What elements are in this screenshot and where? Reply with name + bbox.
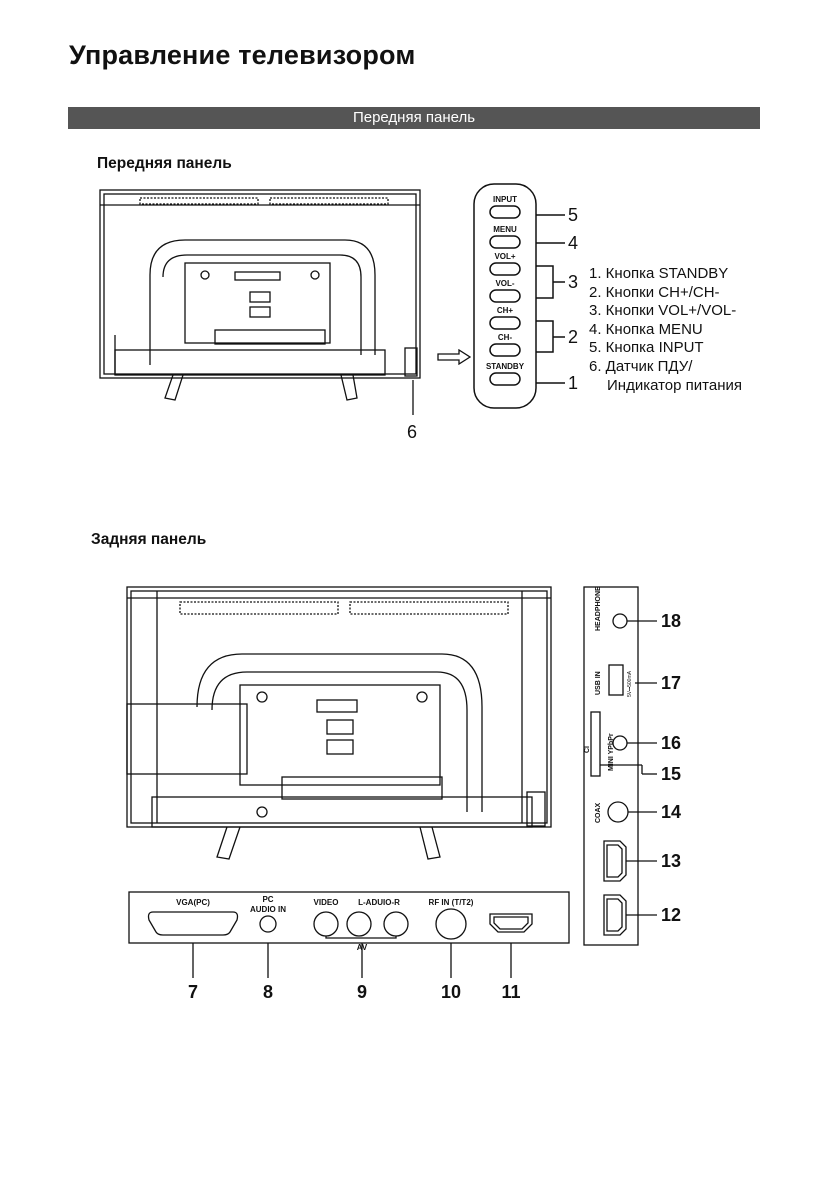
tv-rear-view-large [126,586,552,860]
button-vol-up: VOL+ [489,252,521,276]
ci-label: CI [584,746,591,753]
button-vol-down: VOL- [489,279,521,303]
callout-5: 5 [568,205,578,225]
usb-rating: 5V⎓500mA [627,670,633,697]
legend-item: 3. Кнопки VOL+/VOL- [589,302,737,320]
usb-label: USB IN [595,671,602,695]
button-ch-up: CH+ [489,306,521,330]
rear-bottom-panel: VGA(PC) PC AUDIO IN VIDEO L-ADUIO-R AV R… [128,891,570,1002]
svg-text:CH-: CH- [498,333,513,342]
video-label: VIDEO [314,898,339,907]
legend-item: 6. Датчик ПДУ/ [589,357,693,375]
callout-7: 7 [188,982,198,1002]
svg-text:VOL+: VOL+ [494,252,515,261]
callout-9: 9 [357,982,367,1002]
pc-audio-label-2: AUDIO IN [250,905,286,914]
control-button-panel: INPUT MENU VOL+ VOL- CH+ CH- STANDBY 5 4… [473,183,578,409]
button-input: INPUT [489,195,521,219]
callout-10: 10 [441,982,461,1002]
button-standby: STANDBY [486,362,525,386]
front-panel-heading: Передняя панель [97,155,232,172]
svg-text:STANDBY: STANDBY [486,362,525,371]
headphone-label: HEADPHONE [595,586,602,631]
callout-15: 15 [661,764,681,784]
arrow-right-icon [437,349,471,365]
svg-text:VOL-: VOL- [495,279,514,288]
callout-3: 3 [568,272,578,292]
pc-audio-label-1: PC [262,895,273,904]
callout-13: 13 [661,851,681,871]
button-ch-down: CH- [489,333,521,357]
svg-text:MENU: MENU [493,225,517,234]
mini-ypbpr-label: MINI YPbPr [608,733,615,771]
vga-label: VGA(PC) [176,898,210,907]
section-band: Передняя панель [68,107,760,129]
legend-item: 4. Кнопка MENU [589,320,703,338]
callout-2: 2 [568,327,578,347]
callout-6: 6 [407,422,417,442]
rear-panel-heading: Задняя панель [91,531,207,548]
callout-4: 4 [568,233,578,253]
svg-text:INPUT: INPUT [493,195,517,204]
callout-18: 18 [661,611,681,631]
audio-lr-label: L-ADUIO-R [358,898,400,907]
callout-12: 12 [661,905,681,925]
tv-rear-view-small: 6 [99,189,421,442]
rf-label: RF IN (T/T2) [429,898,474,907]
button-menu: MENU [489,225,521,249]
rear-side-panel: HEADPHONE USB IN 5V⎓500mA CI MINI YPbPr … [583,586,681,946]
callout-16: 16 [661,733,681,753]
callout-17: 17 [661,673,681,693]
legend-item: 2. Кнопки CH+/CH- [589,283,720,301]
legend-item: 5. Кнопка INPUT [589,339,704,357]
front-panel-legend: 1. Кнопка STANDBY 2. Кнопки CH+/CH- 3. К… [589,265,742,395]
callout-11: 11 [501,982,520,1002]
callout-1: 1 [568,373,578,393]
legend-item: Индикатор питания [607,376,742,394]
coax-label: COAX [595,802,602,823]
callout-14: 14 [661,802,681,822]
page-title: Управление телевизором [69,40,416,70]
callout-8: 8 [263,982,273,1002]
legend-item: 1. Кнопка STANDBY [589,265,729,282]
svg-text:CH+: CH+ [497,306,514,315]
